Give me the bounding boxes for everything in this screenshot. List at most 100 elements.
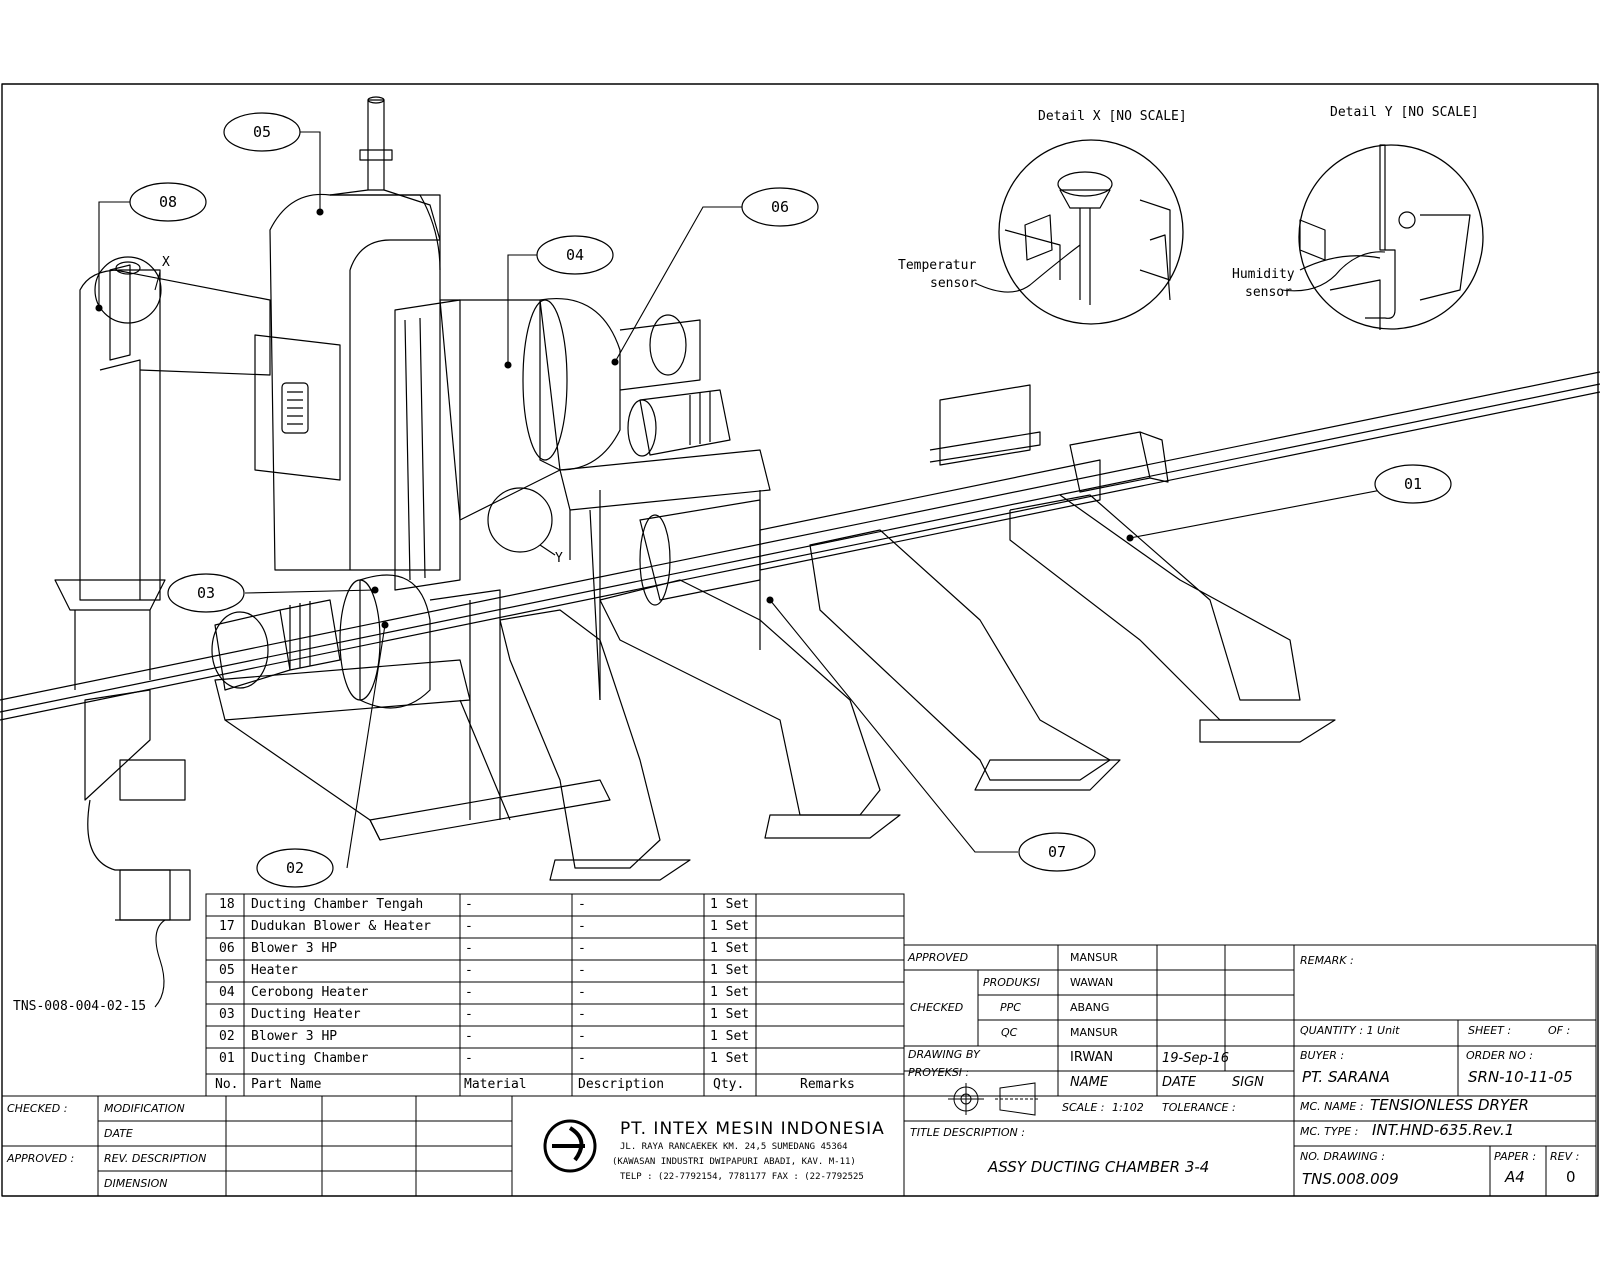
humidity-sensor-label-2: sensor [1245,285,1292,300]
bom-row-qty: 1 Set [710,963,750,978]
detail-y-title: Detail Y [NO SCALE] [1330,105,1479,120]
temperature-sensor-label: Temperatur [898,258,976,273]
callout-03: 03 [197,584,215,602]
drawing-by-label: DRAWING BY [908,1048,980,1061]
buyer-label: BUYER : [1300,1049,1345,1062]
rev-dimension-label: DIMENSION [104,1177,168,1190]
approved-name: MANSUR [1070,951,1118,964]
callout-04: 04 [566,246,584,264]
bom-row-description: - [578,1007,586,1022]
no-drawing-label: NO. DRAWING : [1300,1150,1385,1163]
bom-row-part: Blower 3 HP [251,1029,338,1044]
no-drawing-value: TNS.008.009 [1302,1170,1399,1188]
rev-description-label: REV. DESCRIPTION [104,1152,207,1165]
mc-type-value: INT.HND-635.Rev.1 [1372,1121,1515,1139]
name-column-label: NAME [1070,1075,1109,1090]
bom-row-no: 04 [219,985,235,1000]
callout-06: 06 [771,198,789,216]
bom-row-material: - [465,1029,473,1044]
bom-header-description: Description [578,1077,665,1092]
ppc-label: PPC [1000,1001,1021,1014]
bom-row-description: - [578,985,586,1000]
ppc-name: ABANG [1070,1001,1110,1014]
bom-header-no: No. [215,1077,239,1092]
bom-row-part: Ducting Chamber [251,1051,369,1066]
mc-name-value: TENSIONLESS DRYER [1370,1096,1529,1114]
bom-row-material: - [465,985,473,1000]
bom-row-part: Dudukan Blower & Heater [251,919,432,934]
bom-row-part: Heater [251,963,298,978]
detail-x-marker: X [162,255,170,270]
bom-row-description: - [578,941,586,956]
bom-row-qty: 1 Set [710,919,750,934]
bom-row-part: Cerobong Heater [251,985,369,1000]
mc-type-label: MC. TYPE : [1300,1125,1359,1138]
callout-07: 07 [1048,843,1066,861]
produksi-label: PRODUKSI [983,976,1040,989]
order-no-value: SRN-10-11-05 [1468,1068,1573,1086]
bom-row-description: - [578,919,586,934]
bom-row-no: 01 [219,1051,235,1066]
proyeksi-label: PROYEKSI : [908,1066,970,1079]
bom-row-description: - [578,1051,586,1066]
bom-row-material: - [465,919,473,934]
bom-row-qty: 1 Set [710,1007,750,1022]
company-name: PT. INTEX MESIN INDONESIA [620,1119,885,1139]
bom-row-no: 05 [219,963,235,978]
bom-row-description: - [578,897,586,912]
rev-date-label: DATE [104,1127,133,1140]
company-address-2: (KAWASAN INDUSTRI DWIPAPURI ABADI, KAV. … [612,1157,856,1167]
bom-row-material: - [465,941,473,956]
paper-value: A4 [1505,1168,1525,1186]
bom-row-qty: 1 Set [710,897,750,912]
detail-y-marker: Y [555,551,563,566]
company-address-1: JL. RAYA RANCAEKEK KM. 24,5 SUMEDANG 453… [620,1142,848,1152]
paper-label: PAPER : [1494,1150,1537,1163]
mc-name-label: MC. NAME : [1300,1100,1364,1113]
produksi-name: WAWAN [1070,976,1114,989]
sheet-label: SHEET : [1468,1024,1512,1037]
temperature-sensor-label-2: sensor [930,276,977,291]
bom-row-qty: 1 Set [710,941,750,956]
bom-row-no: 02 [219,1029,235,1044]
remark-label: REMARK : [1300,954,1354,967]
bom-row-no: 03 [219,1007,235,1022]
rev-value: 0 [1566,1168,1576,1186]
date-column-label: DATE [1162,1075,1197,1090]
callout-02: 02 [286,859,304,877]
drawing-date: 19-Sep-16 [1162,1051,1229,1066]
detail-x-title: Detail X [NO SCALE] [1038,109,1187,124]
bom-row-material: - [465,1051,473,1066]
bom-row-part: Ducting Heater [251,1007,361,1022]
scale-label: SCALE : [1062,1101,1105,1114]
tolerance-label: TOLERANCE : [1162,1101,1236,1114]
bom-row-description: - [578,963,586,978]
approved-label: APPROVED [908,951,969,964]
side-drawing-ref: TNS-008-004-02-15 [13,999,146,1014]
rev-checked-label: CHECKED : [7,1102,68,1115]
order-no-label: ORDER NO : [1466,1049,1533,1062]
scale-value: 1:102 [1112,1101,1144,1114]
bom-row-description: - [578,1029,586,1044]
callout-08: 08 [159,193,177,211]
bom-row-qty: 1 Set [710,1029,750,1044]
sign-column-label: SIGN [1232,1075,1264,1090]
bom-header-remarks: Remarks [800,1077,855,1092]
bom-row-no: 17 [219,919,235,934]
rev-label: REV : [1550,1150,1580,1163]
bom-row-no: 18 [219,897,235,912]
bom-row-no: 06 [219,941,235,956]
callout-05: 05 [253,123,271,141]
quantity-label: QUANTITY : 1 Unit [1300,1024,1400,1037]
title-description-label: TITLE DESCRIPTION : [910,1126,1025,1139]
bom-header-material: Material [464,1077,527,1092]
bom-row-part: Ducting Chamber Tengah [251,897,424,912]
callout-01: 01 [1404,475,1422,493]
buyer-value: PT. SARANA [1302,1068,1390,1086]
bom-row-qty: 1 Set [710,985,750,1000]
of-label: OF : [1548,1024,1571,1037]
rev-modification-label: MODIFICATION [104,1102,185,1115]
qc-label: QC [1001,1026,1018,1039]
company-phone: TELP : (22-7792154, 7781177 FAX : (22-77… [620,1172,864,1182]
